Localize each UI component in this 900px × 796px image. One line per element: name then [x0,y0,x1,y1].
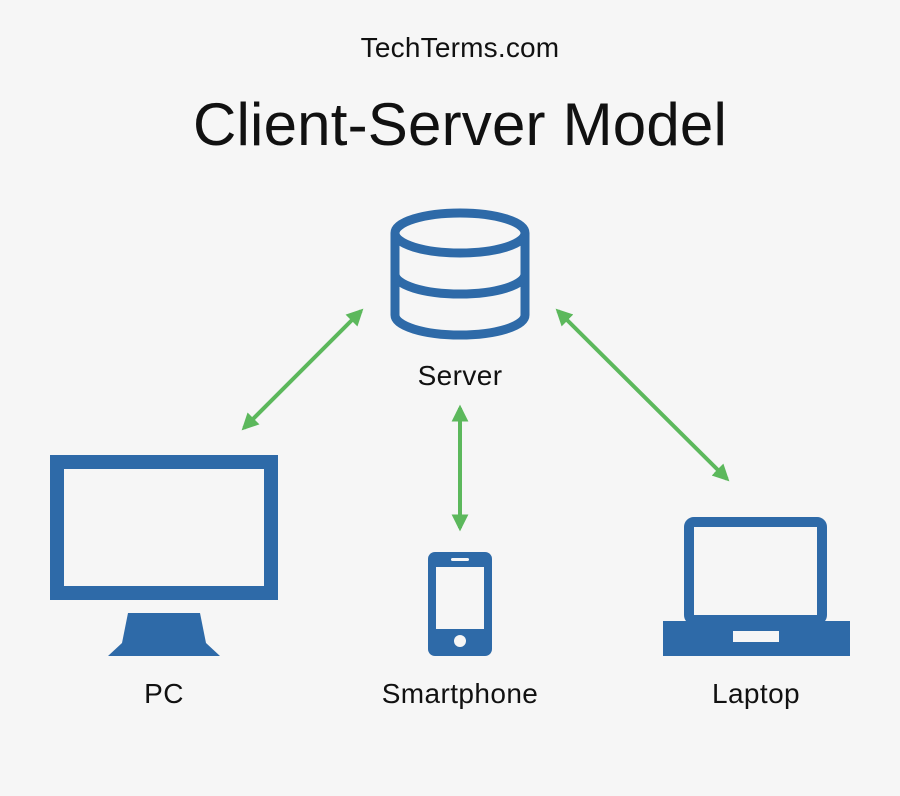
server-label: Server [417,360,503,391]
pc-label: PC [144,678,184,709]
pc-server-arrow [241,308,364,431]
laptop-icon [663,517,850,656]
smartphone-icon [428,552,492,656]
page-title: Client-Server Model [193,91,727,158]
desktop-monitor-icon [50,455,278,656]
database-icon [390,208,530,340]
smartphone-label: Smartphone [381,678,539,709]
laptop-server-arrow [555,308,730,482]
site-name: TechTerms.com [360,32,560,63]
laptop-label: Laptop [711,678,801,709]
